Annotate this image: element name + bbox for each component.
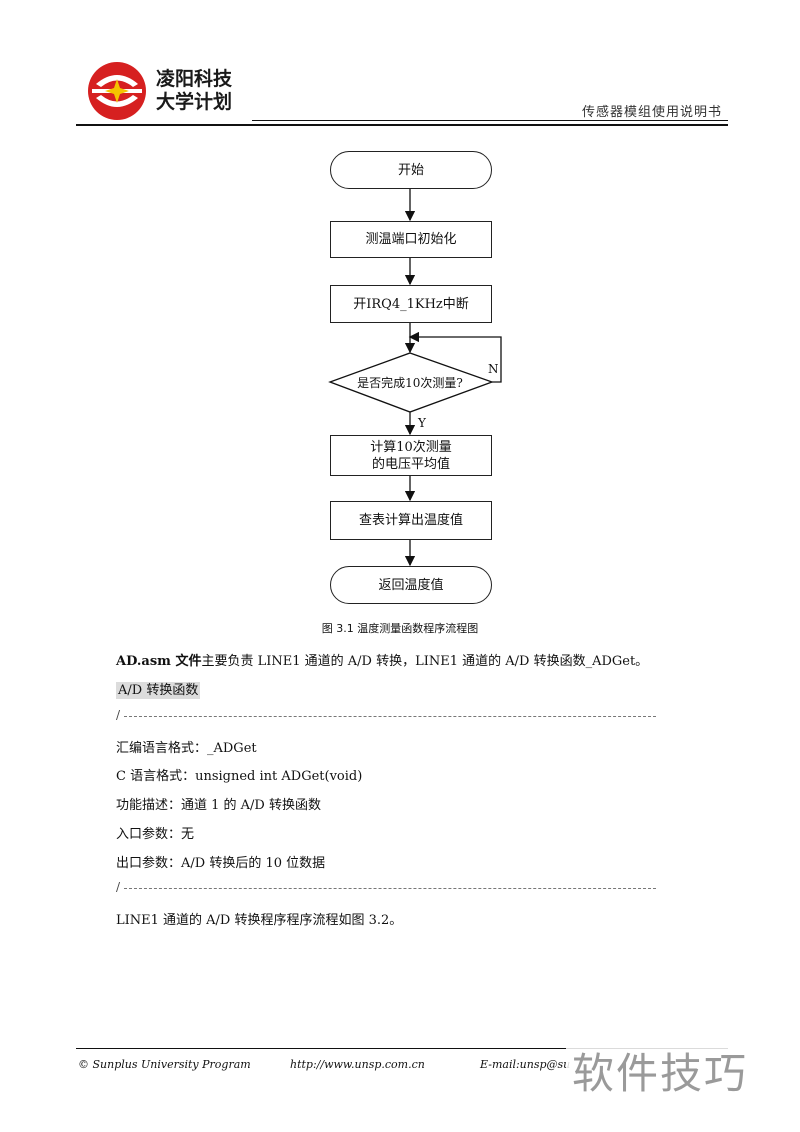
- output-params: 出口参数：A/D 转换后的 10 位数据: [116, 856, 326, 871]
- flow-decision-label: 是否完成10次测量?: [357, 376, 463, 390]
- brand-line-1: 凌阳科技: [156, 68, 233, 90]
- flow-no-label: N: [488, 362, 499, 376]
- flowchart-connectors: [328, 189, 502, 567]
- function-description: 功能描述：通道 1 的 A/D 转换函数: [116, 798, 321, 813]
- flow-end: 返回温度值: [330, 566, 492, 604]
- arrow-no-loop: [408, 331, 502, 383]
- flow-init: 测温端口初始化: [330, 221, 492, 258]
- flow-calc-line-2: 的电压平均值: [371, 456, 450, 472]
- flow-calc: 计算10次测量 的电压平均值: [330, 435, 492, 476]
- footer-divider: [76, 1048, 728, 1049]
- flow-lookup: 查表计算出温度值: [330, 501, 492, 540]
- flow-yes-label: Y: [418, 416, 426, 430]
- section-title: A/D 转换函数: [116, 679, 201, 699]
- flow-calc-line-1: 计算10次测量: [370, 439, 452, 455]
- footer-website: http://www.unsp.com.cn: [290, 1058, 425, 1071]
- flow-irq: 开IRQ4_1KHz中断: [330, 285, 492, 323]
- footer-copyright: © Sunplus University Program: [78, 1058, 251, 1071]
- document-title: 传感器模组使用说明书: [581, 105, 722, 120]
- dash-line-top: [124, 716, 656, 717]
- brand-line-2: 大学计划: [156, 91, 233, 113]
- footer-email: E-mail:unsp@su: [480, 1058, 571, 1071]
- section-title-text: A/D 转换函数: [116, 682, 201, 699]
- asm-format: 汇编语言格式：_ADGet: [116, 741, 257, 756]
- watermark: 软件技巧: [566, 1040, 755, 1101]
- flow-start: 开始: [330, 151, 492, 189]
- header-divider-thin: [252, 120, 728, 121]
- c-format: C 语言格式：unsigned int ADGet(void): [116, 769, 363, 784]
- flowchart: 开始 测温端口初始化 开IRQ4_1KHz中断 是否完成10次测量? N Y 计…: [300, 140, 540, 620]
- sunplus-logo: [88, 62, 146, 120]
- figure-caption: 图 3.1 温度测量函数程序流程图: [321, 622, 479, 635]
- comment-slash-top: /: [116, 708, 121, 722]
- dash-line-bottom: [124, 888, 656, 889]
- intro-bold: AD.asm 文件: [116, 654, 202, 669]
- brand-name: 凌阳科技 大学计划: [156, 68, 232, 114]
- header-divider: [76, 124, 728, 126]
- intro-paragraph: AD.asm 文件主要负责 LINE1 通道的 A/D 转换，LINE1 通道的…: [116, 650, 648, 669]
- intro-rest: 主要负责 LINE1 通道的 A/D 转换，LINE1 通道的 A/D 转换函数…: [201, 654, 649, 669]
- input-params: 入口参数：无: [116, 827, 195, 842]
- closing-paragraph: LINE1 通道的 A/D 转换程序程序流程如图 3.2。: [116, 913, 403, 928]
- comment-slash-bottom: /: [116, 880, 121, 894]
